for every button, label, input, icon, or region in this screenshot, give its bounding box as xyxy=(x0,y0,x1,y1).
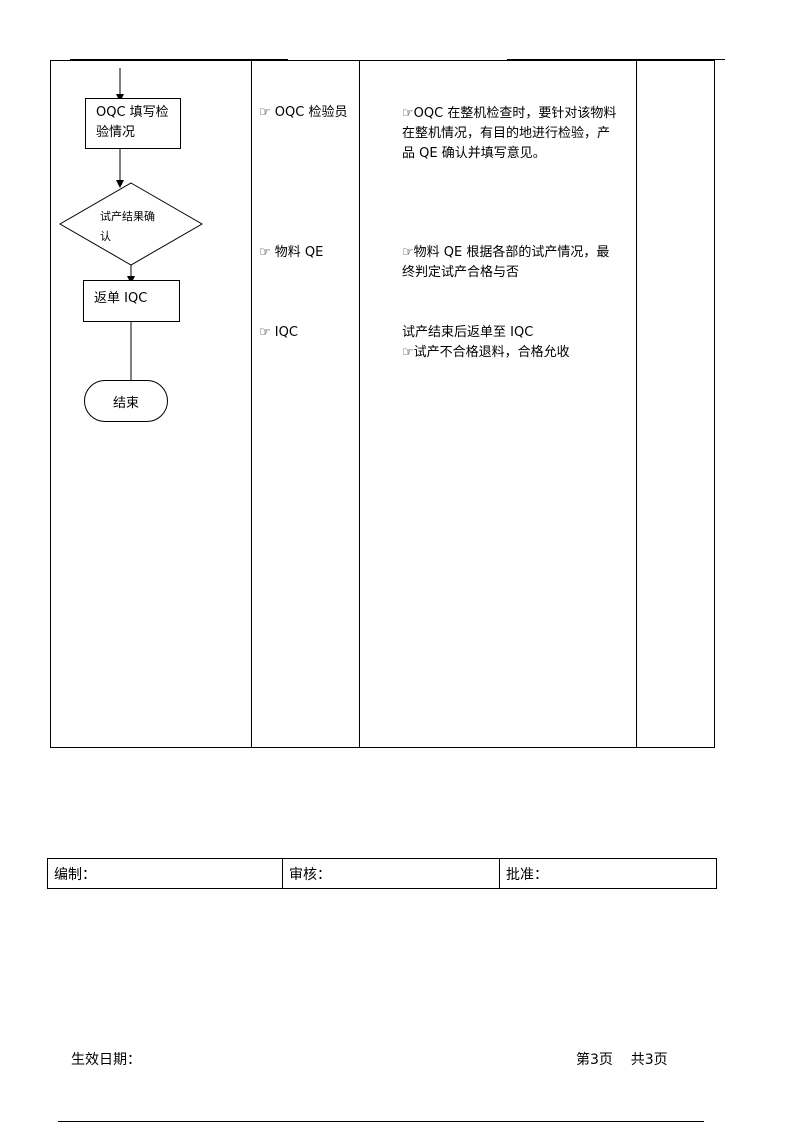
role-material-qe: ☞ 物料 QE xyxy=(259,245,324,260)
signature-prepared: 编制： xyxy=(48,859,282,888)
flow-box-label: 返单 IQC xyxy=(94,291,148,306)
description-line: 在整机情况，有目的地进行检验，产 xyxy=(402,126,611,141)
procedure-table xyxy=(50,60,715,748)
signature-prepared-label: 编制： xyxy=(54,866,96,883)
signature-separator xyxy=(499,859,500,888)
decision-label: 试产结果确 认 xyxy=(100,207,155,247)
description-line: ☞OQC 在整机检查时，要针对该物料 xyxy=(402,106,617,121)
description-line: ☞物料 QE 根据各部的试产情况，最 xyxy=(402,245,610,260)
top-rule-right xyxy=(507,59,725,60)
decision-line: 认 xyxy=(100,230,111,243)
decision-line: 试产结果确 xyxy=(100,210,155,223)
column-separator xyxy=(251,61,252,747)
top-rule-left xyxy=(70,59,288,60)
signature-reviewed-label: 审核： xyxy=(289,866,331,883)
flow-box-return-iqc: 返单 IQC xyxy=(83,280,180,322)
flow-box-oqc-fill: OQC 填写检 验情况 xyxy=(85,98,181,149)
page-info: 第3页 共3页 xyxy=(576,1052,668,1068)
footer-rule xyxy=(58,1121,704,1122)
flow-box-line: 验情况 xyxy=(96,125,136,140)
signature-approved-label: 批准： xyxy=(506,866,548,883)
description-line: 终判定试产合格与否 xyxy=(402,265,520,280)
signature-reviewed: 审核： xyxy=(283,859,499,888)
role-iqc: ☞ IQC xyxy=(259,325,298,340)
flow-terminal-end: 结束 xyxy=(84,380,168,422)
column-separator xyxy=(359,61,360,747)
signature-approved: 批准： xyxy=(500,859,716,888)
role-oqc-inspector: ☞ OQC 检验员 xyxy=(259,105,348,120)
signature-separator xyxy=(282,859,283,888)
description-line: 品 QE 确认并填写意见。 xyxy=(402,146,546,161)
description-line: ☞试产不合格退料，合格允收 xyxy=(402,345,570,360)
description-iqc: 试产结束后返单至 IQC ☞试产不合格退料，合格允收 xyxy=(402,323,570,363)
description-material-qe: ☞物料 QE 根据各部的试产情况，最 终判定试产合格与否 xyxy=(402,243,609,283)
column-separator xyxy=(636,61,637,747)
flow-box-line: OQC 填写检 xyxy=(96,105,169,120)
effective-date: 生效日期： xyxy=(71,1052,141,1068)
description-oqc: ☞OQC 在整机检查时，要针对该物料 在整机情况，有目的地进行检验，产 品 QE… xyxy=(402,104,616,164)
description-line: 试产结束后返单至 IQC xyxy=(402,325,534,340)
signature-table: 编制： 审核： 批准： xyxy=(47,858,717,889)
terminal-label: 结束 xyxy=(112,395,139,411)
